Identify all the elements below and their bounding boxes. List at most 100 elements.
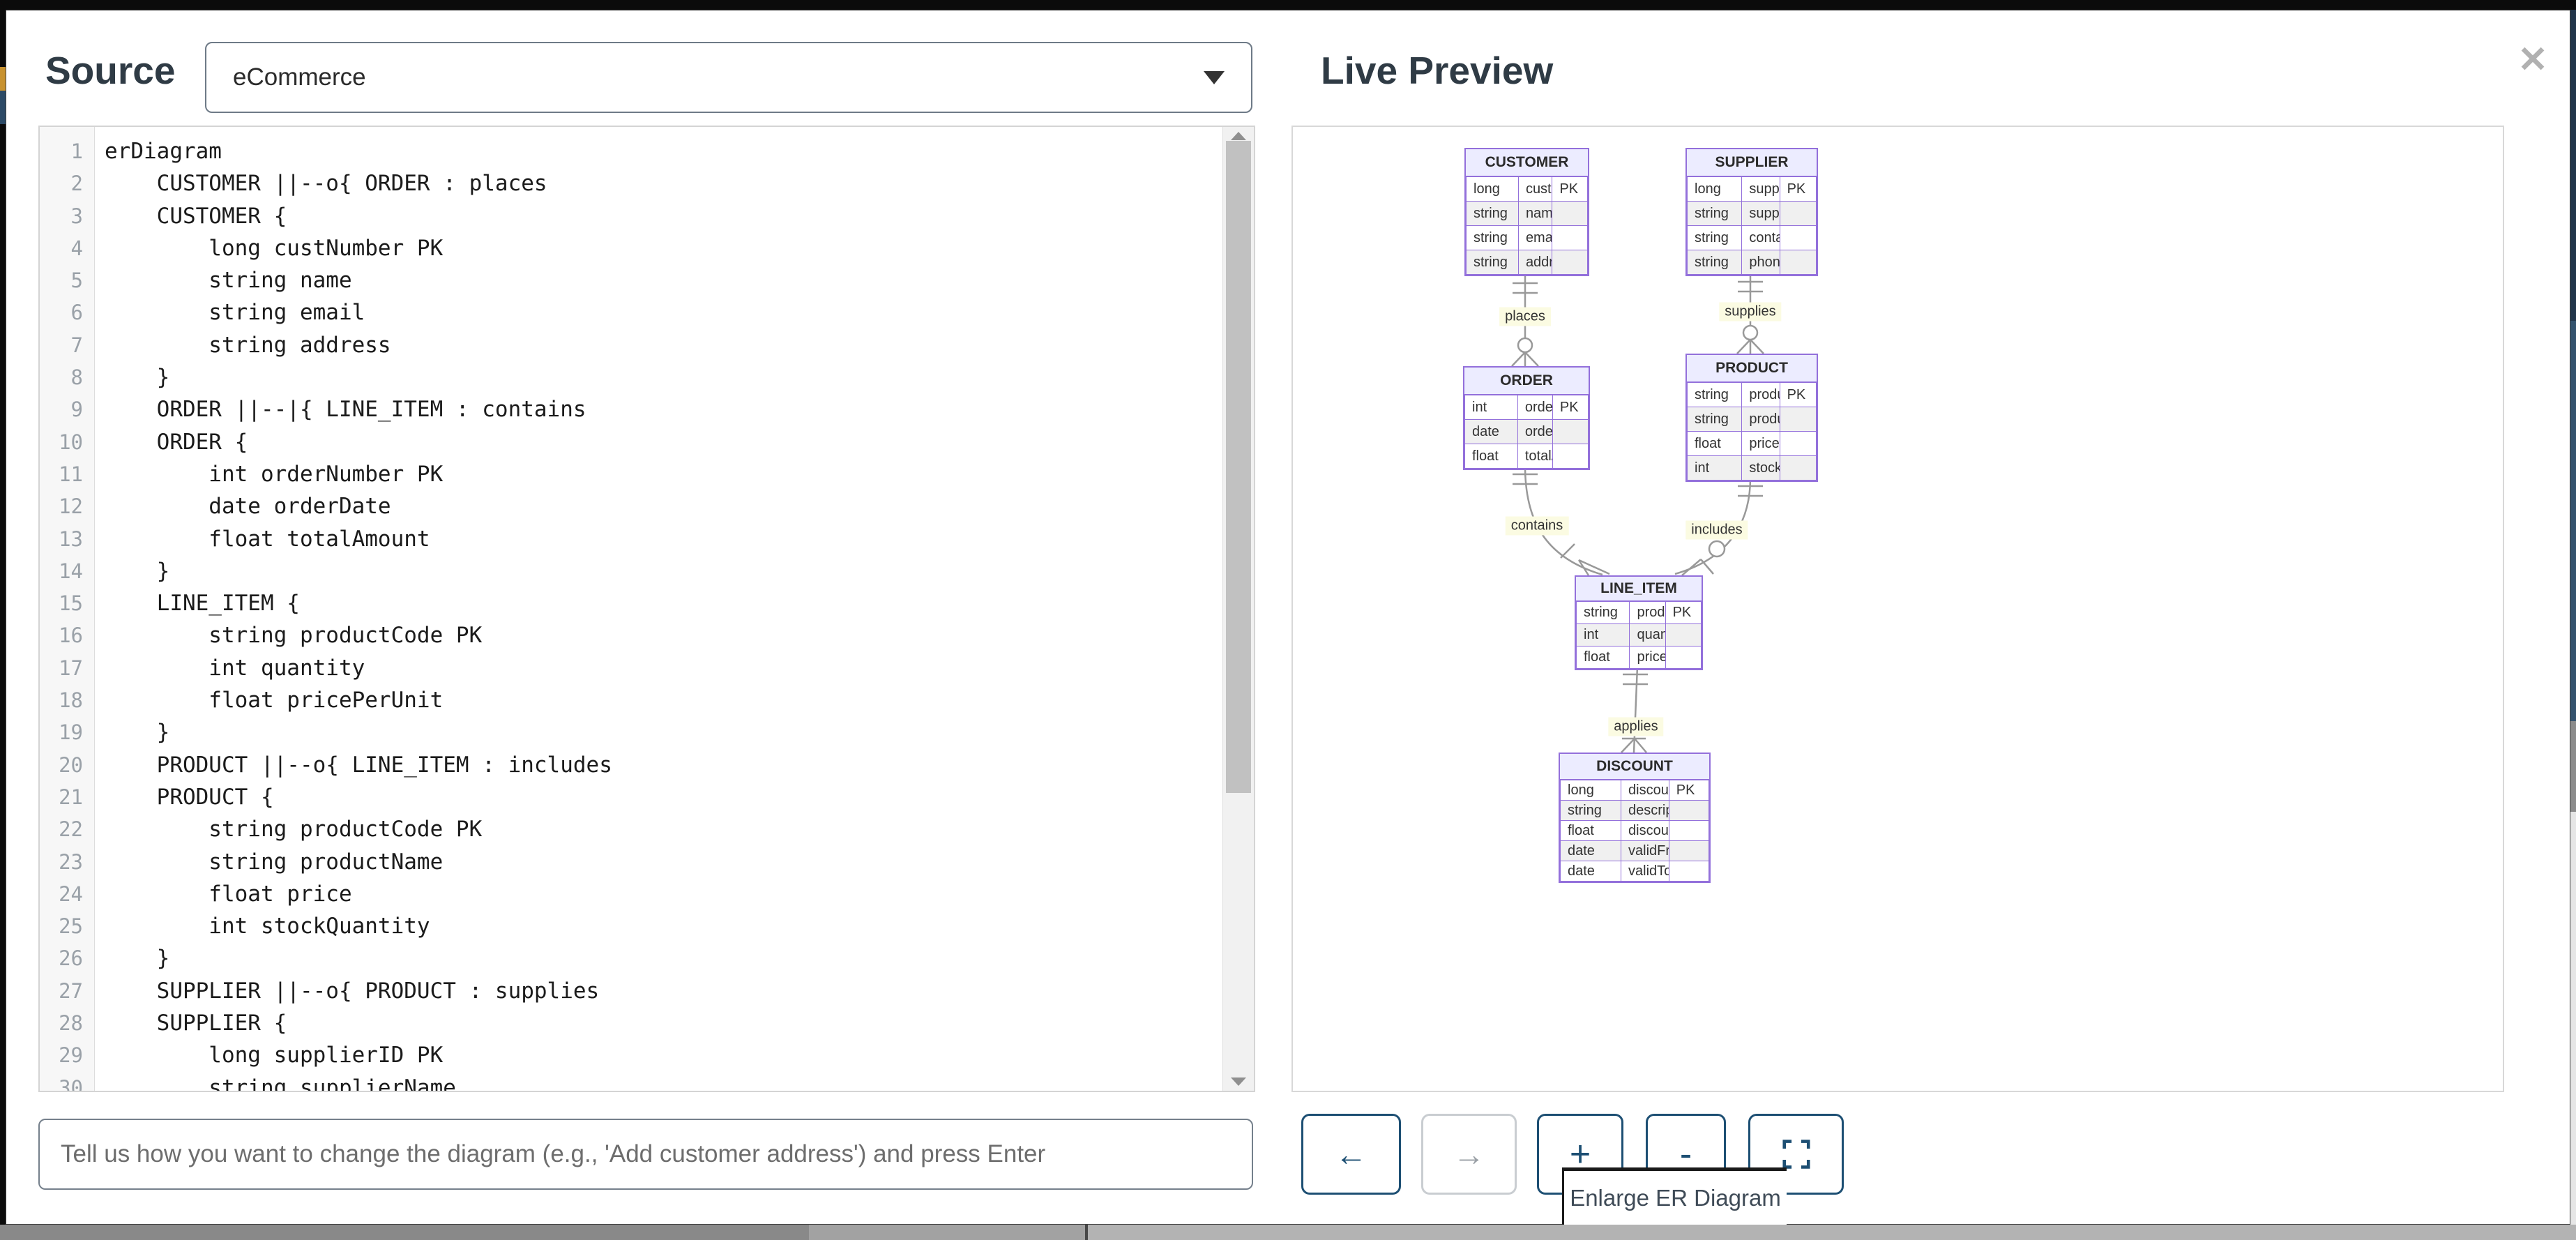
- code-line[interactable]: string productName: [105, 849, 444, 875]
- code-line[interactable]: string email: [105, 300, 365, 326]
- code-line[interactable]: string name: [105, 268, 352, 294]
- attribute-name: contactName: [1741, 225, 1780, 250]
- line-number: 18: [59, 688, 83, 713]
- attribute-name: quantity: [1629, 623, 1666, 647]
- code-line[interactable]: float price: [105, 881, 352, 907]
- line-number: 5: [70, 269, 83, 293]
- source-title: Source: [45, 49, 176, 92]
- attribute-type: string: [1575, 601, 1630, 624]
- code-content[interactable]: erDiagram CUSTOMER ||--o{ ORDER : places…: [95, 135, 1222, 1091]
- code-line[interactable]: }: [105, 558, 170, 584]
- code-line[interactable]: ORDER ||--|{ LINE_ITEM : contains: [105, 397, 586, 423]
- relationship-label: supplies: [1719, 302, 1782, 322]
- code-line[interactable]: SUPPLIER ||--o{ PRODUCT : supplies: [105, 978, 600, 1004]
- attribute-type: string: [1686, 250, 1743, 275]
- code-line[interactable]: int quantity: [105, 655, 365, 681]
- code-line[interactable]: long supplierID PK: [105, 1043, 444, 1068]
- attribute-type: date: [1559, 840, 1622, 861]
- attribute-type: int: [1575, 623, 1630, 647]
- code-line[interactable]: string productCode PK: [105, 817, 483, 842]
- code-line[interactable]: date orderDate: [105, 494, 391, 520]
- attribute-name: phone: [1741, 250, 1780, 275]
- attribute-name: price: [1741, 431, 1780, 456]
- backdrop-fragment: [0, 67, 6, 91]
- attribute-name: validFrom: [1621, 840, 1669, 861]
- attribute-name: productCode: [1741, 382, 1780, 407]
- code-line[interactable]: }: [105, 946, 170, 971]
- line-number: 22: [59, 817, 83, 842]
- diagram-select[interactable]: eCommerce: [205, 42, 1252, 113]
- attribute-name: name: [1517, 201, 1553, 226]
- diagram-select-value: eCommerce: [233, 63, 366, 91]
- attribute-key: [1552, 419, 1589, 444]
- attribute-name: discountID: [1621, 780, 1669, 801]
- code-line[interactable]: float totalAmount: [105, 526, 430, 552]
- attribute-name: email: [1517, 225, 1553, 250]
- line-number: 25: [59, 914, 83, 939]
- code-line[interactable]: string supplierName: [105, 1075, 456, 1092]
- attribute-type: float: [1559, 820, 1622, 841]
- code-line[interactable]: }: [105, 720, 170, 746]
- attribute-row: stringcontactName: [1686, 225, 1817, 250]
- scroll-up-icon[interactable]: [1231, 132, 1246, 140]
- back-arrow-button[interactable]: ←: [1301, 1114, 1401, 1195]
- backdrop-bottom-divider: [1085, 1225, 1088, 1240]
- live-preview-title: Live Preview: [1321, 49, 1554, 92]
- code-line[interactable]: long custNumber PK: [105, 235, 444, 261]
- attribute-key: [1779, 225, 1817, 250]
- relationship-label: contains: [1505, 516, 1569, 536]
- attribute-type: float: [1575, 646, 1630, 669]
- code-line[interactable]: LINE_ITEM {: [105, 591, 300, 617]
- code-line[interactable]: int stockQuantity: [105, 914, 430, 939]
- entity-order: ORDERintorderNumberPKdateorderDatefloatt…: [1463, 366, 1590, 470]
- entity-discount: DISCOUNTlongdiscountIDPKstringdescriptio…: [1559, 753, 1711, 883]
- code-line[interactable]: CUSTOMER ||--o{ ORDER : places: [105, 171, 547, 197]
- relationship-label: includes: [1685, 520, 1748, 540]
- code-line[interactable]: int orderNumber PK: [105, 461, 444, 487]
- code-line[interactable]: CUSTOMER {: [105, 203, 287, 229]
- entity-customer: CUSTOMERlongcustNumberPKstringnamestring…: [1464, 148, 1589, 276]
- code-line[interactable]: float pricePerUnit: [105, 688, 444, 713]
- code-line[interactable]: ORDER {: [105, 429, 248, 455]
- code-line[interactable]: PRODUCT ||--o{ LINE_ITEM : includes: [105, 752, 612, 778]
- attribute-key: PK: [1552, 395, 1589, 420]
- attribute-name: supplierName: [1741, 201, 1780, 226]
- attribute-type: string: [1559, 800, 1622, 821]
- scroll-down-icon[interactable]: [1231, 1078, 1246, 1086]
- forward-arrow-button[interactable]: →: [1421, 1114, 1517, 1195]
- attribute-key: [1665, 623, 1702, 647]
- code-line[interactable]: PRODUCT {: [105, 784, 274, 810]
- line-number: 23: [59, 849, 83, 874]
- line-number: 29: [59, 1043, 83, 1068]
- close-icon[interactable]: ✕: [2508, 35, 2558, 85]
- attribute-name: supplierID: [1741, 176, 1780, 202]
- scrollbar-thumb[interactable]: [1226, 141, 1251, 793]
- attribute-key: PK: [1779, 382, 1817, 407]
- backdrop-fragment: [2570, 10, 2576, 321]
- code-line[interactable]: string address: [105, 332, 391, 358]
- attribute-type: date: [1559, 861, 1622, 882]
- line-number: 19: [59, 720, 83, 745]
- attribute-key: PK: [1552, 176, 1588, 202]
- attribute-type: int: [1464, 395, 1518, 420]
- backdrop-fragment: [0, 91, 6, 124]
- relationship-label: applies: [1608, 717, 1664, 736]
- editor-scrollbar[interactable]: [1222, 127, 1254, 1091]
- line-number: 8: [70, 365, 83, 390]
- code-line[interactable]: }: [105, 365, 170, 391]
- diagram-change-input[interactable]: [38, 1119, 1253, 1190]
- code-line[interactable]: SUPPLIER {: [105, 1011, 287, 1036]
- entity-name: SUPPLIER: [1687, 149, 1817, 176]
- attribute-type: float: [1686, 431, 1743, 456]
- code-line[interactable]: erDiagram: [105, 139, 222, 164]
- code-line[interactable]: string productCode PK: [105, 623, 483, 649]
